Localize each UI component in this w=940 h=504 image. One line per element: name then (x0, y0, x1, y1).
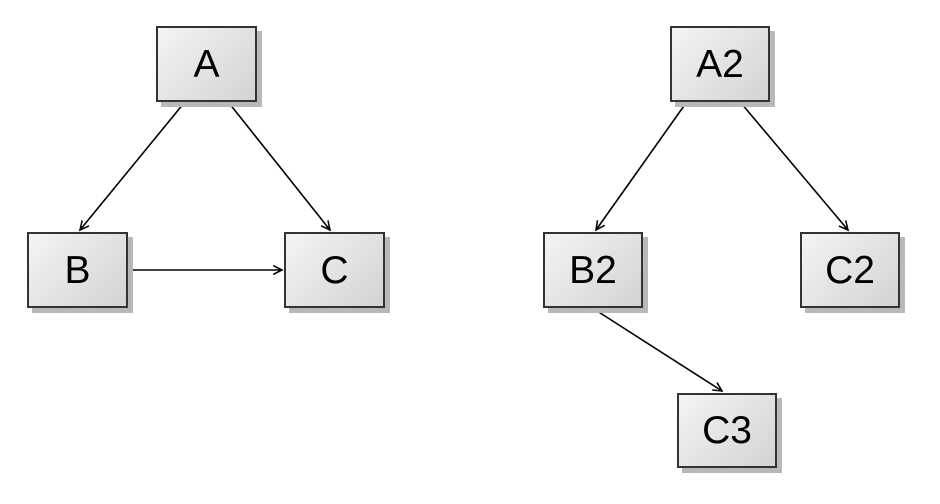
node-C: C (284, 232, 385, 308)
node-B2: B2 (543, 232, 643, 308)
node-A2: A2 (670, 26, 770, 102)
edge-A-B (78, 102, 185, 232)
node-C3: C3 (677, 393, 777, 468)
node-B: B (27, 232, 128, 308)
node-label-C3: C3 (702, 409, 752, 452)
node-label-C: C (320, 248, 349, 292)
node-label-A: A (193, 42, 220, 86)
node-label-A2: A2 (696, 42, 744, 86)
node-C2: C2 (800, 232, 900, 308)
node-label-B: B (64, 248, 91, 292)
edge-A2-C2 (740, 102, 850, 232)
edge-A-C (228, 102, 332, 232)
edge-B2-C3 (593, 308, 724, 392)
edge-A2-B2 (595, 102, 687, 232)
node-label-C2: C2 (825, 248, 875, 292)
node-A: A (156, 26, 257, 102)
node-label-B2: B2 (569, 248, 617, 292)
